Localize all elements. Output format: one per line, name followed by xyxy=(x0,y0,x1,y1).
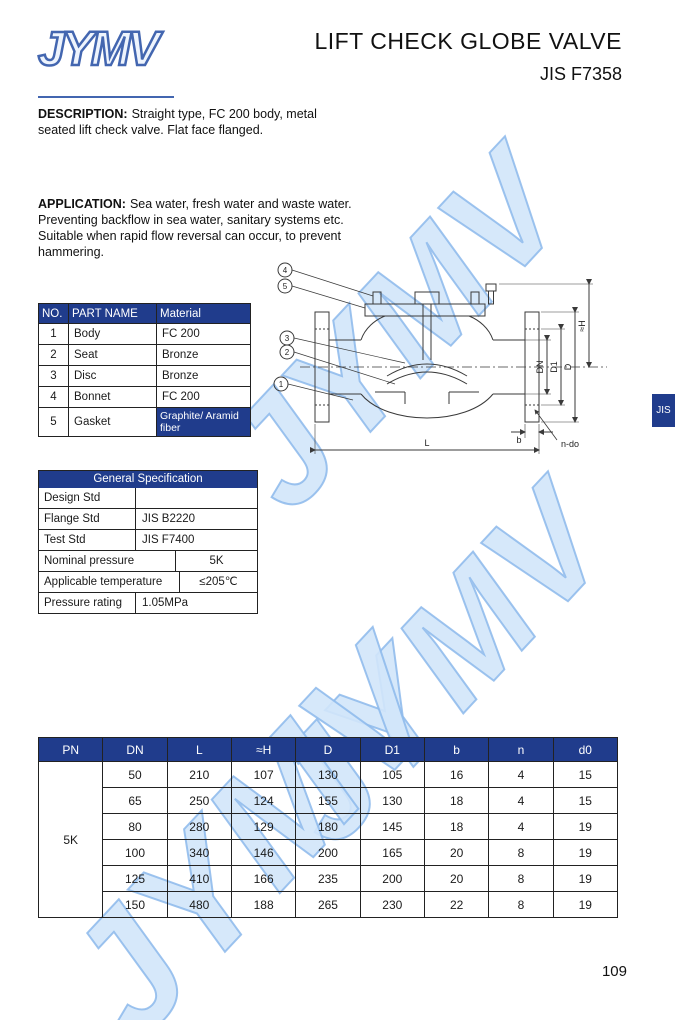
page-subtitle: JIS F7358 xyxy=(539,64,622,84)
spec-row: Flange Std JIS B2220 xyxy=(39,508,257,529)
callout-2-number: 2 xyxy=(285,348,290,357)
dim-header-d1: D1 xyxy=(359,737,425,762)
table-row: 5 Gasket Graphite/ Aramid fiber xyxy=(38,406,251,438)
parts-header-material: Material xyxy=(156,303,251,324)
spec-label: Applicable temperature xyxy=(39,572,180,592)
table-row: 4 Bonnet FC 200 xyxy=(38,386,251,408)
dim-label-d1: D1 xyxy=(549,361,559,373)
callout-4-number: 4 xyxy=(283,266,288,275)
part-material: Graphite/ Aramid fiber xyxy=(156,406,251,438)
part-name: Seat xyxy=(68,344,157,366)
spec-label: Nominal pressure xyxy=(39,551,176,571)
spec-value: 1.05MPa xyxy=(142,597,189,609)
valve-body xyxy=(360,393,494,419)
dim-header-d0: d0 xyxy=(552,737,619,762)
jis-side-tab: JIS xyxy=(652,394,675,427)
spec-row: Test Std JIS F7400 xyxy=(39,529,257,550)
part-name: Disc xyxy=(68,365,157,387)
parts-header-name: PART NAME xyxy=(68,303,157,324)
dim-label-l: L xyxy=(424,438,429,448)
parts-table: NO. PART NAME Material 1 Body FC 200 2 S… xyxy=(38,303,251,438)
pn-merged-cell: 5K xyxy=(37,761,104,918)
application-label: APPLICATION: xyxy=(38,197,126,211)
dim-header-pn: PN xyxy=(37,737,104,762)
logo-underline xyxy=(38,96,174,98)
dim-header-l: L xyxy=(166,737,232,762)
table-row: 1 Body FC 200 xyxy=(38,323,251,345)
part-no: 5 xyxy=(38,406,69,438)
spec-row: Applicable temperature ≤205℃ xyxy=(39,571,257,592)
table-row: 65 250 124 155 130 18 4 15 xyxy=(39,787,619,814)
table-row: 2 Seat Bronze xyxy=(38,344,251,366)
spec-label: Flange Std xyxy=(39,509,136,529)
application-paragraph: APPLICATION:Sea water, fresh water and w… xyxy=(38,196,360,260)
spec-label: Pressure rating xyxy=(39,593,136,613)
spec-row: Pressure rating 1.05MPa xyxy=(39,592,257,613)
dim-header-h: ≈H xyxy=(230,737,297,762)
spec-value: JIS B2220 xyxy=(142,513,196,525)
title-block: LIFT CHECK GLOBE VALVE JIS F7358 xyxy=(260,28,622,85)
table-row: 100 340 146 200 165 20 8 19 xyxy=(39,839,619,866)
callout-5-number: 5 xyxy=(283,282,288,291)
part-name: Body xyxy=(68,323,157,345)
dim-header-d: D xyxy=(295,737,361,762)
callout-3-number: 3 xyxy=(285,334,290,343)
disc xyxy=(386,363,468,377)
application-text: Sea water, fresh water and waste water. … xyxy=(38,197,352,259)
dim-label-h: ≈H xyxy=(577,320,587,331)
spec-label: Design Std xyxy=(39,488,136,508)
valve-drawing-svg: 4 5 3 2 1 DN D1 D ≈H L b n-do xyxy=(273,262,607,454)
stem-boss xyxy=(414,291,440,305)
table-row: 80 280 129 180 145 18 4 19 xyxy=(39,813,619,840)
company-logo: JYMV xyxy=(37,22,161,78)
spec-value: ≤205℃ xyxy=(199,576,238,588)
part-material: Bronze xyxy=(156,344,251,366)
dim-label-ndo: n-do xyxy=(561,439,579,449)
spec-row: Nominal pressure 5K xyxy=(39,550,257,571)
part-name: Gasket xyxy=(68,406,157,438)
part-no: 1 xyxy=(38,323,69,345)
spec-label: Test Std xyxy=(39,530,136,550)
dim-header-row: PN DN L ≈H D D1 b n d0 xyxy=(37,737,619,762)
spec-value: 5K xyxy=(209,555,224,567)
bonnet-bolt xyxy=(372,291,382,305)
description-paragraph: DESCRIPTION:Straight type, FC 200 body, … xyxy=(38,106,338,138)
parts-header-no: NO. xyxy=(38,303,69,324)
bolt-nut xyxy=(485,283,497,292)
table-row: 3 Disc Bronze xyxy=(38,365,251,387)
callout-1-number: 1 xyxy=(279,380,284,389)
table-row: 125 410 166 235 200 20 8 19 xyxy=(39,865,619,892)
general-specification-table: General Specification Design Std Flange … xyxy=(38,470,258,614)
dim-label-d: D xyxy=(563,363,573,370)
dimensions-table: PN DN L ≈H D D1 b n d0 5K 50 210 107 130… xyxy=(37,737,619,918)
dim-label-dn: DN xyxy=(535,361,545,374)
left-flange xyxy=(314,311,330,423)
part-material: FC 200 xyxy=(156,323,251,345)
part-name: Bonnet xyxy=(68,386,157,408)
spec-row: Design Std xyxy=(39,488,257,508)
parts-header-row: NO. PART NAME Material xyxy=(38,303,251,324)
table-row: 150 480 188 265 230 22 8 19 xyxy=(39,891,619,918)
description-label: DESCRIPTION: xyxy=(38,107,128,121)
right-flange xyxy=(524,311,540,423)
dim-header-dn: DN xyxy=(102,737,168,762)
part-no: 4 xyxy=(38,386,69,408)
dim-label-b: b xyxy=(516,435,521,445)
page-number: 109 xyxy=(601,963,627,980)
part-material: FC 200 xyxy=(156,386,251,408)
spec-table-title: General Specification xyxy=(39,471,257,488)
spec-value xyxy=(136,488,257,508)
part-material: Bronze xyxy=(156,365,251,387)
valve-cross-section-drawing: 4 5 3 2 1 DN D1 D ≈H L b n-do xyxy=(255,232,630,485)
table-row: 5K 50 210 107 130 105 16 4 15 xyxy=(37,761,619,918)
bonnet xyxy=(364,303,486,317)
spec-value: JIS F7400 xyxy=(142,534,195,546)
part-no: 3 xyxy=(38,365,69,387)
description-text: Straight type, FC 200 body, metal seated… xyxy=(38,107,317,137)
part-no: 2 xyxy=(38,344,69,366)
dim-header-n: n xyxy=(488,737,554,762)
dim-header-b: b xyxy=(423,737,490,762)
bonnet-bolt xyxy=(470,291,480,305)
page-title: LIFT CHECK GLOBE VALVE xyxy=(314,28,622,54)
